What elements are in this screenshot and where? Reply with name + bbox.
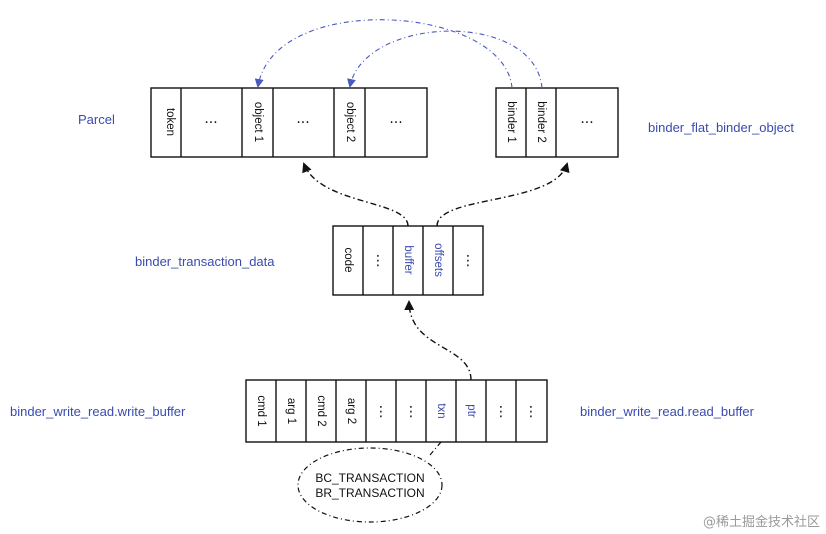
- watermark: @稀土掘金技术社区: [703, 514, 820, 530]
- arrow-ptr-to-transaction-data: [404, 300, 472, 381]
- bwr-cell-ellipsis-3: ⋮: [494, 404, 508, 420]
- parcel-cell-ellipsis-1: ···: [204, 115, 217, 131]
- parcel-cell-object-2: object 2: [344, 102, 356, 142]
- parcel-cell-ellipsis-3: ···: [389, 115, 402, 131]
- bwr-cell-ellipsis-1: ⋮: [374, 404, 388, 420]
- flat-binder-object-label: binder_flat_binder_object: [648, 120, 794, 135]
- pointer-binder1-to-object1: [254, 19, 513, 89]
- bwr-cell-cmd-1: cmd 1: [255, 395, 267, 426]
- bwr-cell-arg-1: arg 1: [285, 398, 297, 424]
- read-buffer-label: binder_write_read.read_buffer: [580, 404, 755, 419]
- transaction-data-row: code ⋮ buffer offsets ⋮: [332, 225, 484, 296]
- transaction-data-label: binder_transaction_data: [135, 254, 275, 269]
- arrow-buffer-to-parcel: [302, 162, 409, 227]
- pointer-binder2-to-object2: [347, 30, 543, 89]
- arrow-offsets-to-flat-object: [436, 162, 570, 227]
- txn-cell-code: code: [342, 248, 354, 273]
- parcel-row: token ··· object 1 ··· object 2 ···: [150, 87, 428, 158]
- bwr-cell-txn: txn: [435, 403, 447, 418]
- bwr-cell-ellipsis-4: ⋮: [524, 404, 538, 420]
- write-buffer-label: binder_write_read.write_buffer: [10, 404, 186, 419]
- txn-cell-ellipsis-2: ⋮: [461, 253, 475, 269]
- txn-cell-buffer: buffer: [402, 245, 414, 274]
- flat-cell-ellipsis: ···: [580, 115, 593, 131]
- txn-cell-ellipsis-1: ⋮: [371, 253, 385, 269]
- parcel-label: Parcel: [78, 112, 115, 127]
- flat-cell-binder-1: binder 1: [505, 101, 517, 143]
- parcel-cell-object-1: object 1: [252, 102, 264, 142]
- flat-cell-binder-2: binder 2: [535, 101, 547, 143]
- parcel-cell-token: token: [164, 108, 176, 136]
- txn-cell-offsets: offsets: [432, 243, 444, 277]
- bc-transaction-text: BC_TRANSACTION: [315, 471, 424, 485]
- txn-code-ellipse: [297, 447, 443, 523]
- bwr-cell-ptr: ptr: [465, 404, 477, 418]
- flat-binder-object-row: binder 1 binder 2 ···: [495, 87, 619, 158]
- bwr-cell-arg-2: arg 2: [345, 398, 357, 424]
- bwr-cell-cmd-2: cmd 2: [315, 395, 327, 426]
- br-transaction-text: BR_TRANSACTION: [315, 486, 424, 500]
- bwr-cell-ellipsis-2: ⋮: [404, 404, 418, 420]
- write-read-row: cmd 1 arg 1 cmd 2 arg 2 ⋮ ⋮ txn ptr ⋮ ⋮: [245, 379, 548, 443]
- txn-connector: [429, 441, 442, 456]
- parcel-cell-ellipsis-2: ···: [296, 115, 309, 131]
